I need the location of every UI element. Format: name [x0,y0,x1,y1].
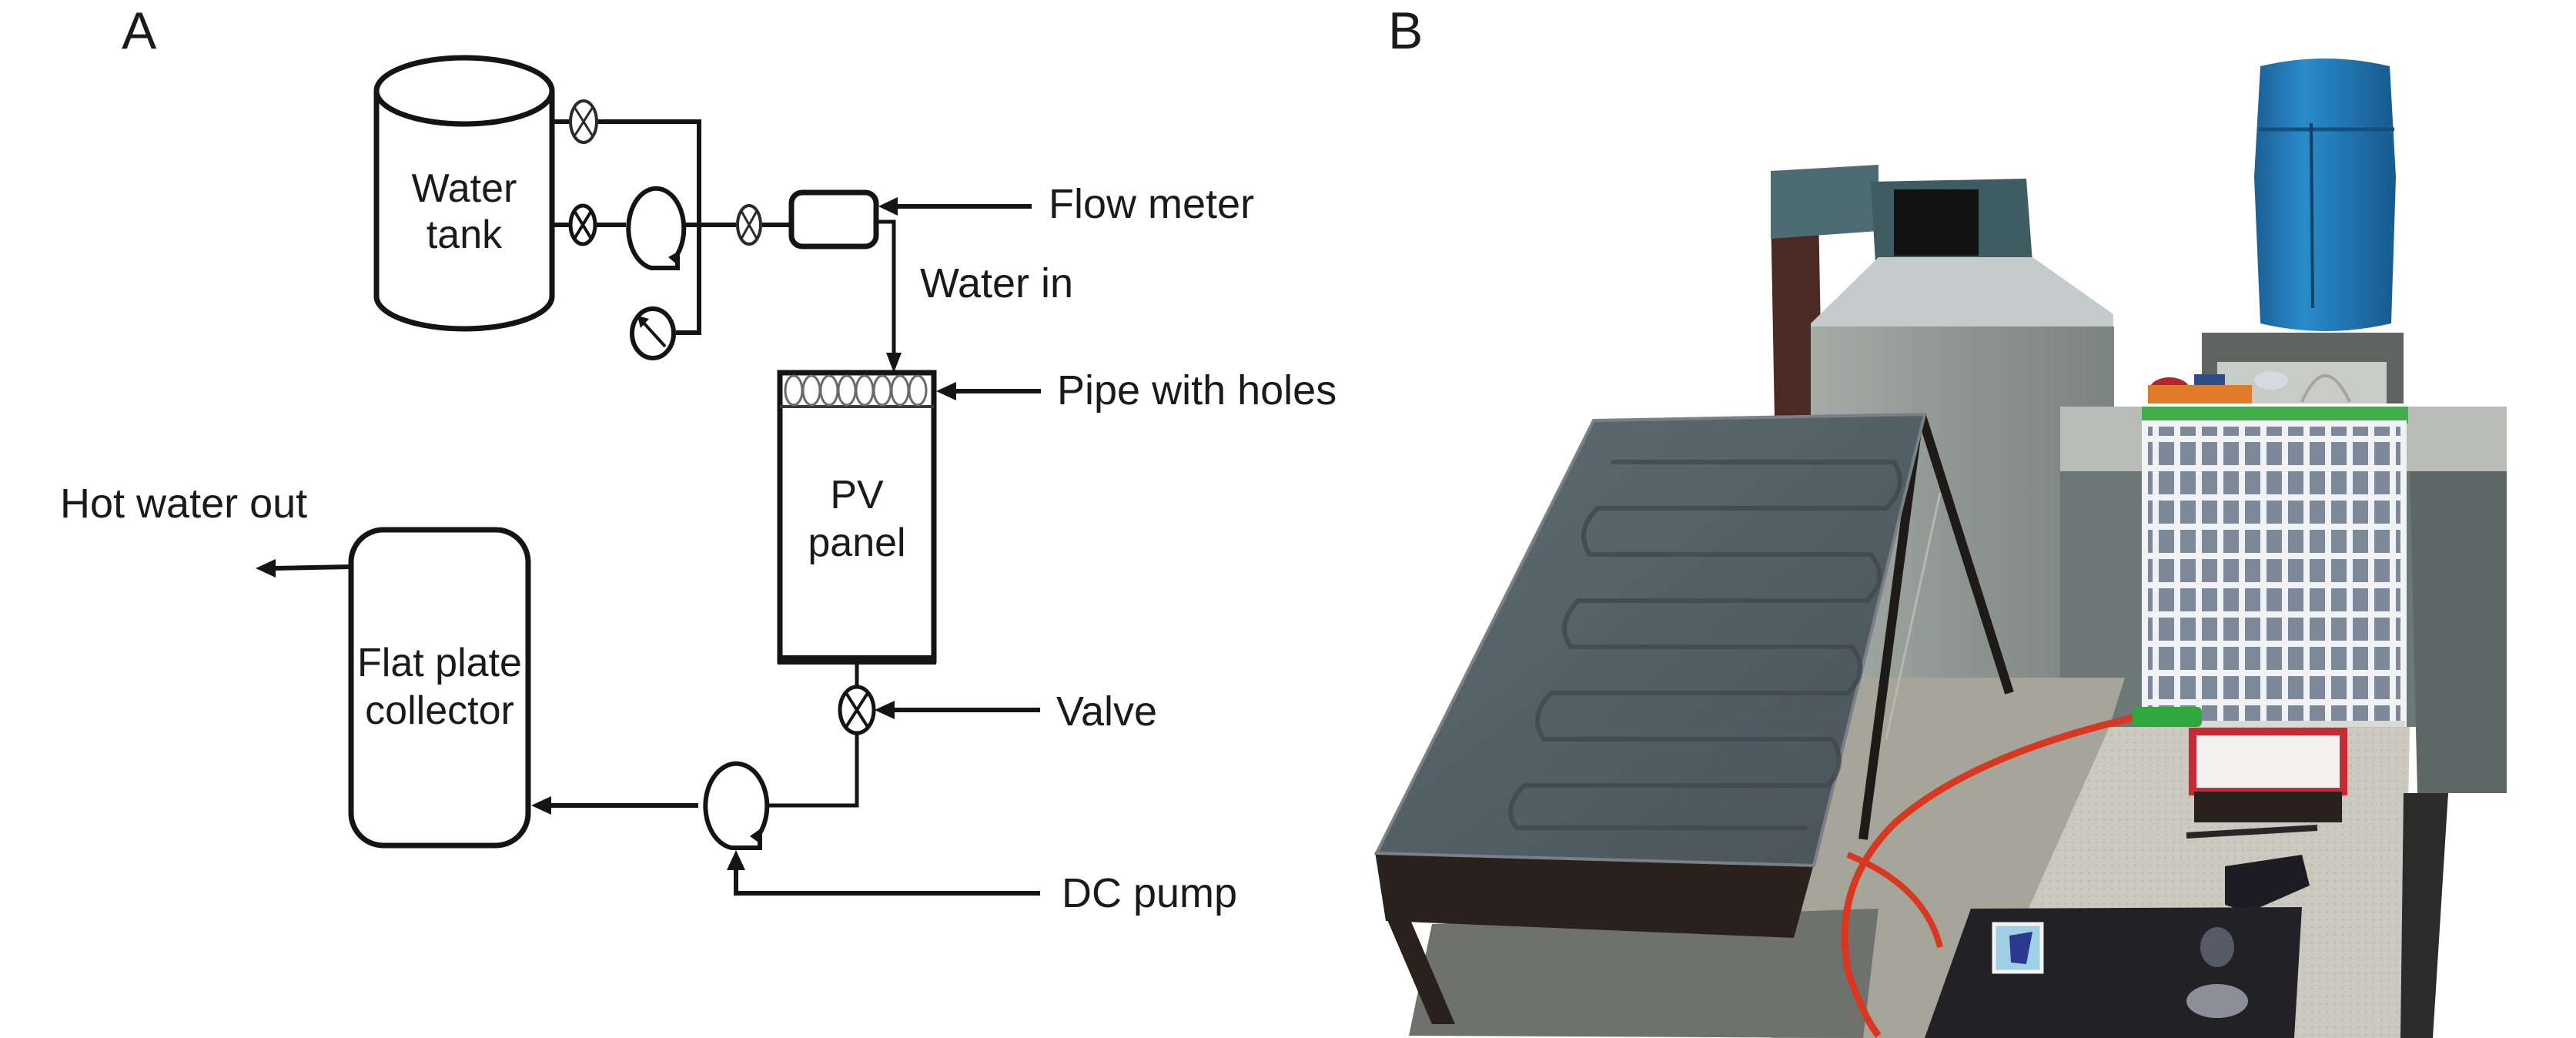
valve-icon [736,204,762,246]
callout-flow-meter: Flow meter [878,181,1254,227]
panel-label-a: A [122,2,157,60]
collector-label-line2: collector [365,688,514,733]
instrument-cluster [2148,371,2351,403]
return-line [762,664,859,808]
panel-a: A Water tank [60,2,1337,916]
valve-icon [838,685,876,735]
blue-water-barrel [2254,59,2396,331]
supply-pump-icon [626,186,687,270]
collector-label-line1: Flat plate [357,641,522,685]
dc-pump-label: DC pump [1062,870,1237,916]
callout-valve: Valve [875,688,1157,735]
collector-inlet-arrow [531,796,551,815]
water-tank-top [373,55,555,127]
flow-meter-label: Flow meter [1049,181,1254,227]
flat-plate-collector [348,527,531,849]
photo-flat-plate-collector [1373,412,1927,1024]
flow-meter [788,189,879,249]
water-tank-label-line1: Water [412,166,517,211]
water-tank: Water tank [373,55,555,332]
setup-photo [1373,59,2507,1038]
panel-label-b: B [1388,2,1423,60]
water-in-label: Water in [920,260,1073,306]
pv-panel: PV panel [777,370,937,665]
collector-stand [1858,414,2014,840]
pipe-with-holes-label: Pipe with holes [1057,367,1337,414]
pv-panel-label-line1: PV [830,473,884,517]
dc-pump-icon [703,761,770,850]
hot-water-out-label: Hot water out [60,480,307,527]
wooden-post [1771,208,1823,462]
pv-panel-label-line2: panel [808,521,905,565]
water-tank-body [373,91,555,332]
red-hose [1841,712,2141,1038]
hot-water-out-line [273,564,352,571]
callout-dc-pump: DC pump [727,850,1237,916]
water-in-arrow [886,353,902,373]
valve-icon [569,99,598,144]
pressure-gauge-icon [630,306,676,360]
hot-water-out-arrow [256,559,276,578]
panel-b: B [1373,2,2507,1038]
data-logger-case [1925,907,2302,1038]
digital-meter [2189,728,2347,822]
water-in-line [876,219,896,356]
valve-icon [568,203,597,246]
valve-label: Valve [1056,688,1157,735]
probe [2186,825,2318,839]
water-tank-label-line2: tank [427,213,503,257]
green-connector [2133,707,2202,727]
callout-pipe-with-holes: Pipe with holes [936,367,1337,414]
small-pv-panel [2139,407,2408,741]
sensor-pouch [2225,855,2310,912]
pipe-with-holes [780,374,934,408]
